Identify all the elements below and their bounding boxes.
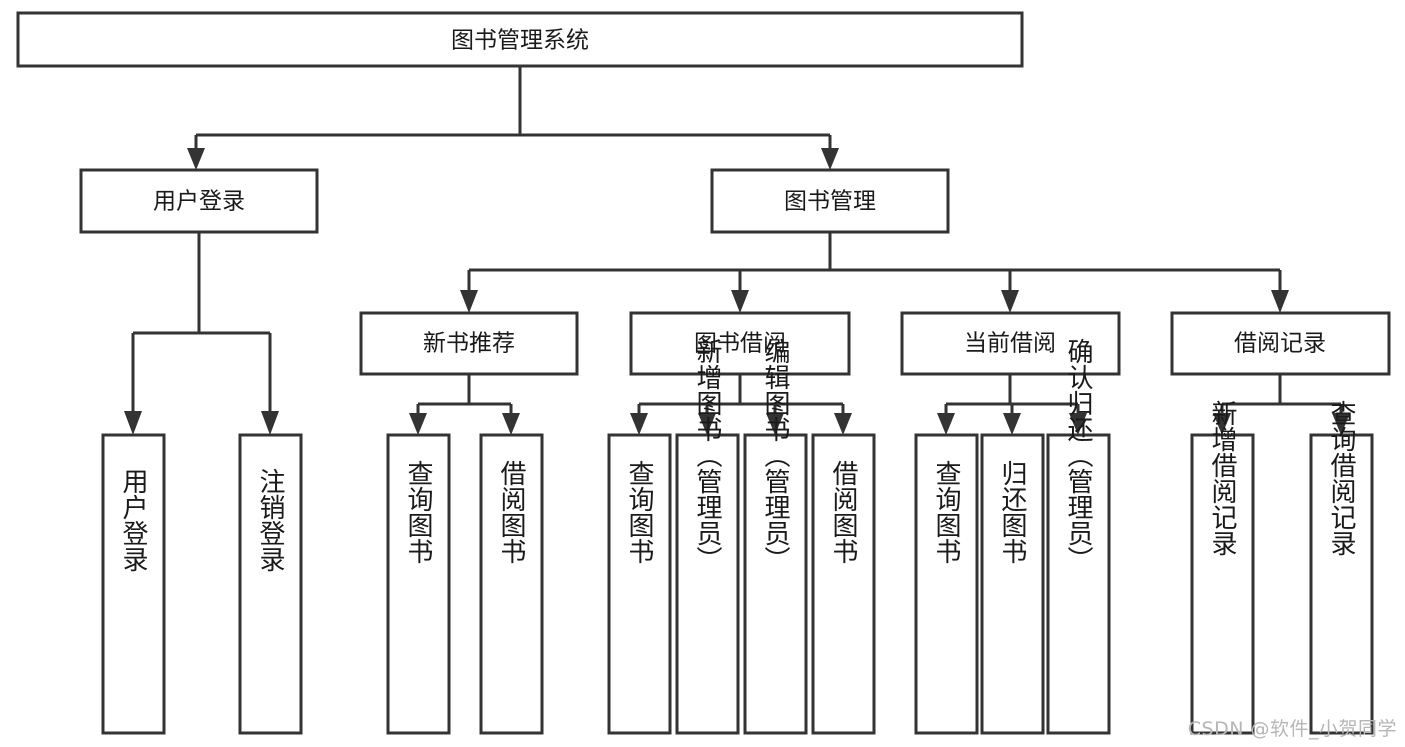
node-leaf-query-book-1-box[interactable]	[386, 433, 451, 735]
node-leaf-query-record-label: 查询借阅记录	[1326, 400, 1356, 556]
arrow-to-leaf-logout-login	[261, 411, 279, 435]
node-leaf-logout-login-box[interactable]	[238, 433, 303, 735]
arrow-to-book-borrow	[731, 290, 749, 313]
node-leaf-borrow-book-1[interactable]: 借阅图书	[479, 433, 544, 735]
node-user-login[interactable]: 用户登录	[79, 168, 319, 234]
node-current-borrow[interactable]: 当前借阅	[900, 311, 1121, 376]
node-book-borrow-label: 图书借阅	[694, 331, 786, 357]
arrow-to-leaf-query-book-2	[630, 413, 648, 435]
node-leaf-add-book-box[interactable]	[675, 433, 740, 735]
node-borrow-record[interactable]: 借阅记录	[1170, 311, 1391, 376]
node-leaf-query-book-3-label: 查询图书	[931, 460, 961, 564]
node-leaf-add-record-box[interactable]	[1190, 433, 1255, 735]
node-new-book-recommend[interactable]: 新书推荐	[359, 311, 579, 376]
node-leaf-user-login-label: 用户登录	[118, 468, 148, 572]
node-leaf-confirm-return-label: 确认归还（管理员）	[1063, 338, 1093, 572]
node-leaf-query-book-2[interactable]: 查询图书	[607, 433, 672, 735]
node-leaf-return-book[interactable]: 归还图书	[980, 433, 1045, 735]
node-user-login-label: 用户登录	[153, 189, 245, 215]
node-leaf-add-record[interactable]: 新增借阅记录	[1190, 400, 1255, 735]
arrow-to-leaf-confirm-return	[1069, 413, 1087, 435]
node-book-manage-label: 图书管理	[784, 189, 876, 215]
node-borrow-record-label: 借阅记录	[1234, 331, 1326, 357]
node-leaf-edit-book[interactable]: 编辑图书（管理员）	[743, 338, 808, 735]
arrow-to-leaf-edit-book	[766, 413, 784, 435]
node-root[interactable]: 图书管理系统	[16, 11, 1024, 68]
arrow-to-leaf-borrow-book-1	[502, 413, 520, 435]
arrow-to-new-book-recommend	[460, 290, 478, 313]
node-book-borrow[interactable]: 图书借阅	[629, 311, 851, 376]
arrow-to-current-borrow	[1001, 290, 1019, 313]
arrow-to-leaf-add-record	[1213, 413, 1231, 435]
arrow-to-leaf-query-book-1	[409, 413, 427, 435]
node-leaf-user-login-box[interactable]	[101, 433, 166, 735]
arrow-to-leaf-user-login	[124, 411, 142, 435]
node-book-manage[interactable]: 图书管理	[710, 168, 950, 234]
node-leaf-query-book-2-box[interactable]	[607, 433, 672, 735]
node-root-label: 图书管理系统	[451, 28, 589, 54]
node-leaf-query-book-2-label: 查询图书	[624, 460, 654, 564]
node-leaf-query-book-1-label: 查询图书	[403, 460, 433, 564]
arrow-to-borrow-record	[1271, 290, 1289, 313]
node-leaf-confirm-return-box[interactable]	[1046, 433, 1111, 735]
node-leaf-borrow-book-1-box[interactable]	[479, 433, 544, 735]
node-leaf-return-book-box[interactable]	[980, 433, 1045, 735]
node-leaf-borrow-book-1-label: 借阅图书	[496, 460, 526, 564]
node-leaf-logout-login[interactable]: 注销登录	[238, 433, 303, 735]
node-leaf-borrow-book-2-box[interactable]	[811, 433, 876, 735]
node-leaf-query-record-box[interactable]	[1309, 433, 1374, 735]
arrow-to-leaf-borrow-book-2	[834, 413, 852, 435]
arrow-to-leaf-query-record	[1332, 413, 1350, 435]
node-leaf-confirm-return[interactable]: 确认归还（管理员）	[1046, 338, 1111, 735]
arrow-to-user-login	[187, 148, 205, 170]
node-leaf-return-book-label: 归还图书	[997, 460, 1027, 564]
node-new-book-recommend-box[interactable]	[359, 311, 579, 376]
node-leaf-query-book-3[interactable]: 查询图书	[914, 433, 979, 735]
node-leaf-borrow-book-2-label: 借阅图书	[828, 460, 858, 564]
node-new-book-recommend-label: 新书推荐	[423, 331, 515, 357]
arrow-to-book-manage	[821, 148, 839, 170]
node-leaf-query-book-3-box[interactable]	[914, 433, 979, 735]
node-leaf-add-book-label: 新增图书（管理员）	[692, 338, 722, 572]
node-leaf-borrow-book-2[interactable]: 借阅图书	[811, 433, 876, 735]
node-leaf-add-record-label: 新增借阅记录	[1207, 400, 1237, 556]
node-leaf-query-record[interactable]: 查询借阅记录	[1309, 400, 1374, 735]
node-user-login-box[interactable]	[79, 168, 319, 234]
arrow-to-leaf-query-book-3	[937, 413, 955, 435]
node-leaf-user-login[interactable]: 用户登录	[101, 433, 166, 735]
csdn-watermark: CSDN @软件_小贺同学	[1187, 718, 1397, 740]
node-leaf-edit-book-box[interactable]	[743, 433, 808, 735]
node-borrow-record-box[interactable]	[1170, 311, 1391, 376]
node-leaf-edit-book-label: 编辑图书（管理员）	[760, 338, 790, 572]
node-book-manage-box[interactable]	[710, 168, 950, 234]
node-leaf-add-book[interactable]: 新增图书（管理员）	[675, 338, 740, 735]
node-leaf-query-book-1[interactable]: 查询图书	[386, 433, 451, 735]
node-leaf-logout-login-label: 注销登录	[255, 468, 285, 572]
node-current-borrow-box[interactable]	[900, 311, 1121, 376]
connector-layer	[124, 66, 1350, 435]
arrow-to-leaf-add-book	[698, 413, 716, 435]
node-root-box[interactable]	[16, 11, 1024, 68]
node-current-borrow-label: 当前借阅	[964, 331, 1056, 357]
arrow-to-leaf-return-book	[1003, 413, 1021, 435]
node-book-borrow-box[interactable]	[629, 311, 851, 376]
